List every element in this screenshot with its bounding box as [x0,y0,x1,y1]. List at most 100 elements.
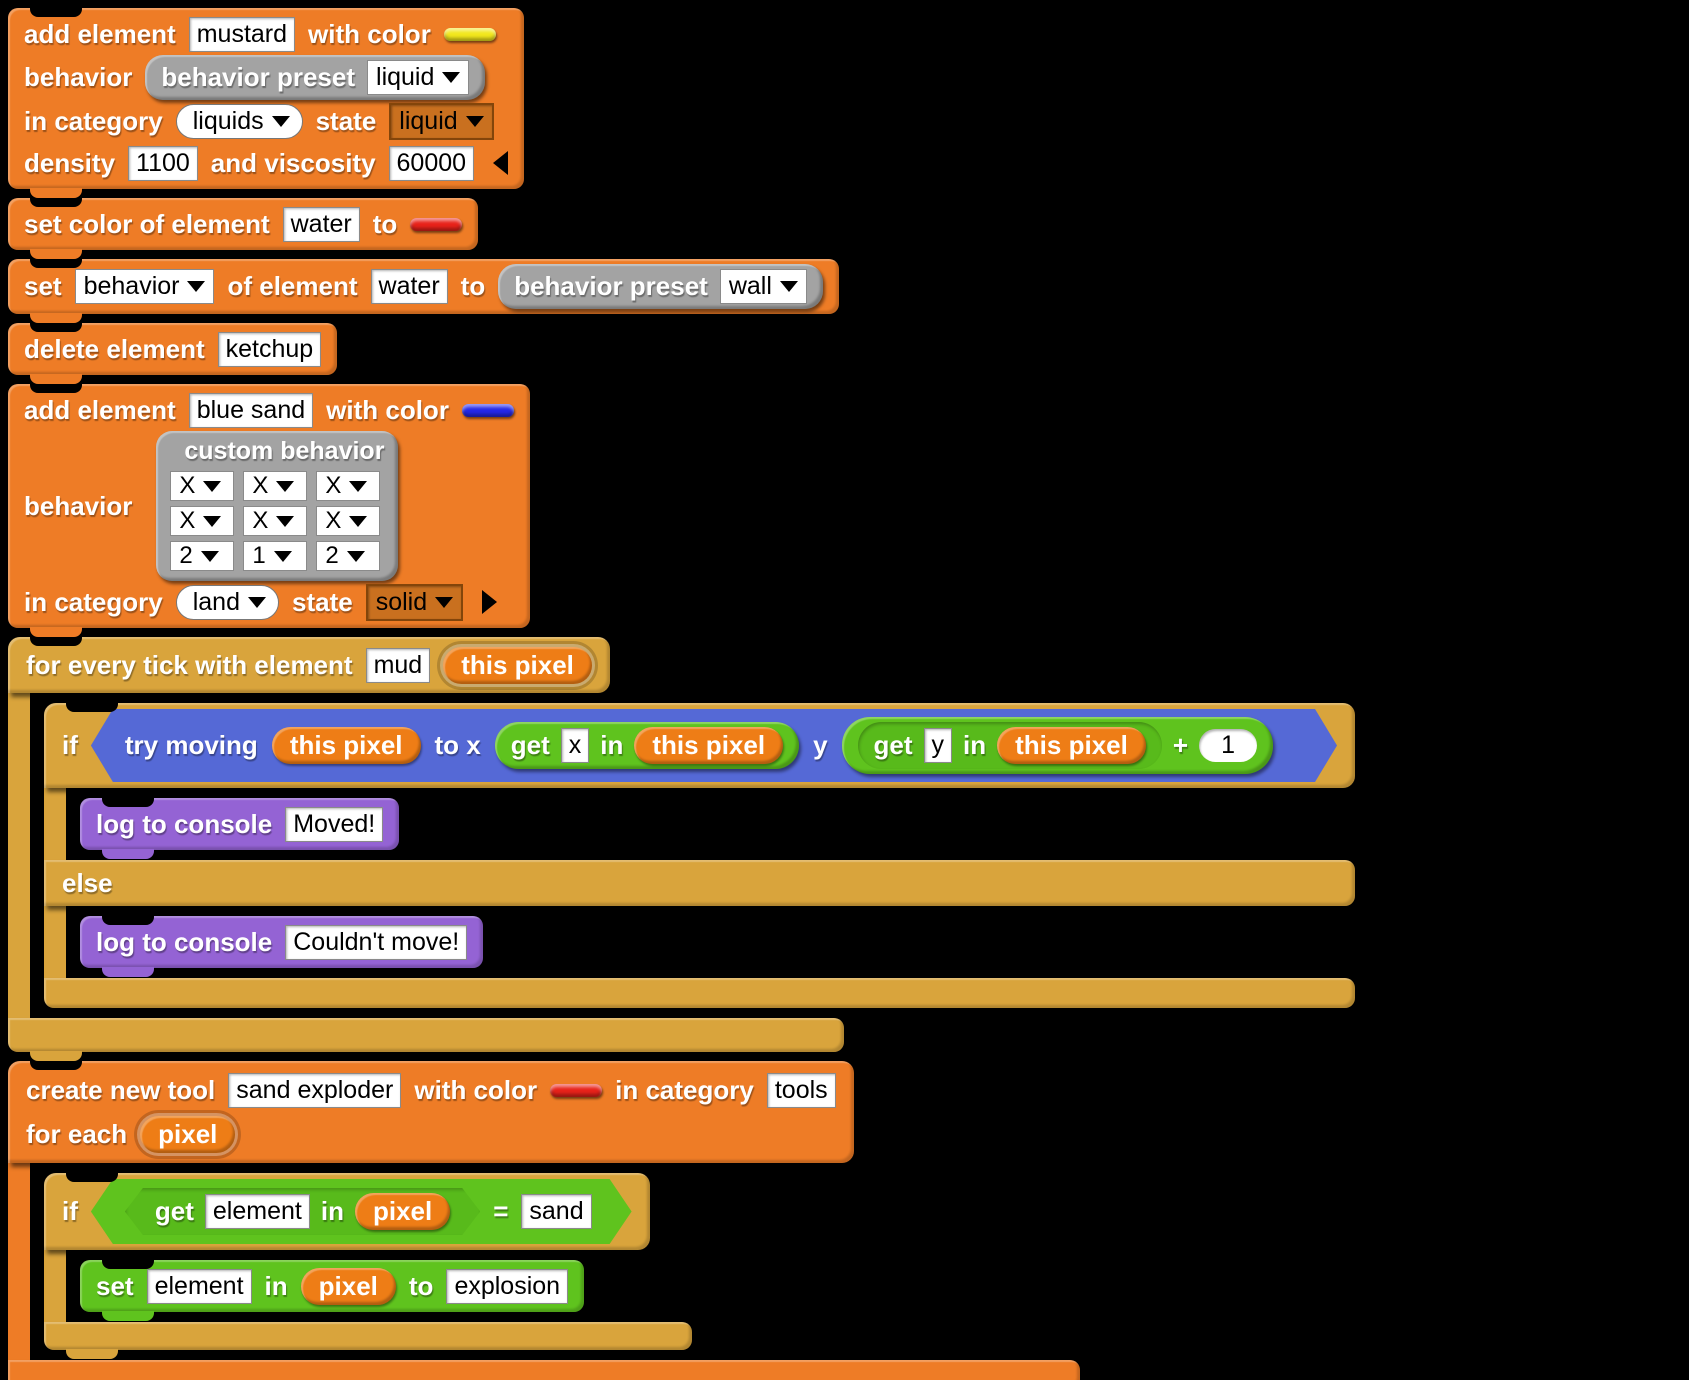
behavior-grid-cell[interactable]: X [316,471,381,501]
custom-behavior-panel[interactable]: custom behavior X X X X X X 2 1 2 [156,431,399,581]
density-input[interactable]: 1100 [128,145,198,181]
set-element-block[interactable]: set element in pixel to explosion [80,1260,585,1321]
if-label: if [62,1196,78,1226]
element-name-input[interactable]: mud [365,647,431,683]
for-every-tick-body: if try moving this pixel to x get x in t… [8,693,1356,1018]
behavior-grid-cell[interactable]: X [170,471,235,501]
state-dropdown[interactable]: liquid [389,102,494,140]
for-every-tick-block[interactable]: for every tick with element mud this pix… [8,637,1356,1061]
if-header[interactable]: if get element in pixel = sand [44,1173,650,1250]
color-swatch[interactable] [410,217,463,231]
property-input[interactable]: x [561,728,590,763]
compare-value-input[interactable]: sand [521,1194,591,1229]
dropdown-arrow-icon [203,480,222,492]
equals-predicate[interactable]: get element in pixel = sand [91,1179,632,1244]
delete-element-block[interactable]: delete element ketchup [8,323,338,384]
behavior-grid-cell[interactable]: X [243,506,308,536]
if-foot [44,1322,692,1359]
this-pixel-variable[interactable]: this pixel [634,727,783,764]
create-new-tool-foot [8,1360,1080,1380]
log-to-console-block[interactable]: log to console Moved! [80,798,400,859]
color-swatch[interactable] [461,403,514,417]
number-input[interactable]: 1 [1199,729,1257,762]
behavior-preset-label: behavior preset [161,62,356,92]
get-x-reporter[interactable]: get x in this pixel [495,722,799,769]
behavior-grid-cell[interactable]: 2 [316,541,381,571]
add-element-label: add element [24,394,176,425]
dropdown-arrow-icon [203,515,222,527]
pixel-variable[interactable]: pixel [355,1193,450,1230]
get-y-reporter[interactable]: get y in this pixel [858,722,1162,769]
dropdown-arrow-icon [200,550,219,562]
tool-name-input[interactable]: sand exploder [228,1072,402,1108]
viscosity-input[interactable]: 60000 [388,145,475,181]
color-swatch[interactable] [550,1083,603,1097]
property-dropdown[interactable]: behavior [74,269,215,304]
get-label: get [154,1196,194,1226]
element-name-input[interactable]: blue sand [188,392,314,428]
dropdown-arrow-icon [465,115,484,127]
pixel-upvar[interactable]: pixel [140,1115,236,1153]
if-else-block[interactable]: if try moving this pixel to x get x in t… [44,703,1356,1008]
log-message-input[interactable]: Couldn't move! [285,924,468,960]
behavior-preset-label: behavior preset [514,271,708,301]
this-pixel-variable[interactable]: this pixel [272,727,421,764]
behavior-grid-cell[interactable]: X [243,471,308,501]
element-name-input[interactable]: water [282,206,360,242]
color-swatch[interactable] [443,27,496,41]
y-label: y [813,730,828,760]
set-color-label: set color of element [24,208,270,239]
category-dropdown[interactable]: land [175,584,279,620]
state-dropdown[interactable]: solid [365,583,464,621]
dropdown-arrow-icon [276,515,295,527]
category-input[interactable]: tools [766,1072,836,1108]
add-element-mustard-block[interactable]: add element mustard with color behavior … [8,8,525,198]
add-element-blue-sand-block[interactable]: add element blue sand with color behavio… [8,384,530,637]
if-true-body: log to console Moved! [44,788,400,860]
get-element-reporter[interactable]: get element in pixel [125,1188,480,1235]
element-name-input[interactable]: mustard [188,16,296,52]
property-input[interactable]: y [924,728,953,763]
for-each-label: for each [26,1118,128,1149]
this-pixel-upvar[interactable]: this pixel [443,646,592,684]
else-divider[interactable]: else [44,860,1356,906]
this-pixel-variable[interactable]: this pixel [997,727,1146,764]
preset-dropdown[interactable]: liquid [367,60,470,95]
behavior-grid-cell[interactable]: 2 [170,541,235,571]
to-label: to [460,271,486,301]
log-to-console-block[interactable]: log to console Couldn't move! [80,916,484,977]
element-name-input[interactable]: water [370,269,448,304]
in-label: in [963,730,987,760]
set-color-block[interactable]: set color of element water to [8,198,479,259]
set-label: set [96,1270,134,1301]
behavior-preset-reporter[interactable]: behavior preset liquid [145,55,486,100]
behavior-preset-reporter[interactable]: behavior preset wall [498,264,823,309]
dropdown-arrow-icon [273,550,292,562]
set-value-input[interactable]: explosion [446,1268,569,1304]
expand-arrow-icon[interactable] [482,590,498,614]
property-input[interactable]: element [146,1268,252,1304]
pixel-variable[interactable]: pixel [300,1267,396,1305]
create-new-tool-header[interactable]: create new tool sand exploder with color… [8,1061,854,1163]
collapse-arrow-icon[interactable] [493,151,509,175]
create-new-tool-block[interactable]: create new tool sand exploder with color… [8,1061,1080,1380]
preset-dropdown[interactable]: wall [719,269,807,304]
plus-operator[interactable]: get y in this pixel + 1 [842,717,1274,774]
in-category-label: in category [615,1074,754,1105]
set-behavior-block[interactable]: set behavior of element water to behavio… [8,259,839,323]
if-true-body: set element in pixel to explosion [44,1250,585,1322]
behavior-grid-cell[interactable]: 1 [243,541,308,571]
if-header[interactable]: if try moving this pixel to x get x in t… [44,703,1356,788]
property-input[interactable]: element [205,1194,310,1229]
log-message-input[interactable]: Moved! [285,806,384,842]
if-else-foot [44,978,1356,1008]
try-moving-predicate[interactable]: try moving this pixel to x get x in this… [91,709,1337,782]
behavior-label: behavior [24,490,133,521]
behavior-grid-cell[interactable]: X [170,506,235,536]
element-name-input[interactable]: ketchup [217,331,322,367]
to-label: to [372,208,398,239]
behavior-grid-cell[interactable]: X [316,506,381,536]
if-block[interactable]: if get element in pixel = sand [44,1173,692,1359]
category-dropdown[interactable]: liquids [175,103,303,139]
for-every-tick-header[interactable]: for every tick with element mud this pix… [8,637,610,693]
